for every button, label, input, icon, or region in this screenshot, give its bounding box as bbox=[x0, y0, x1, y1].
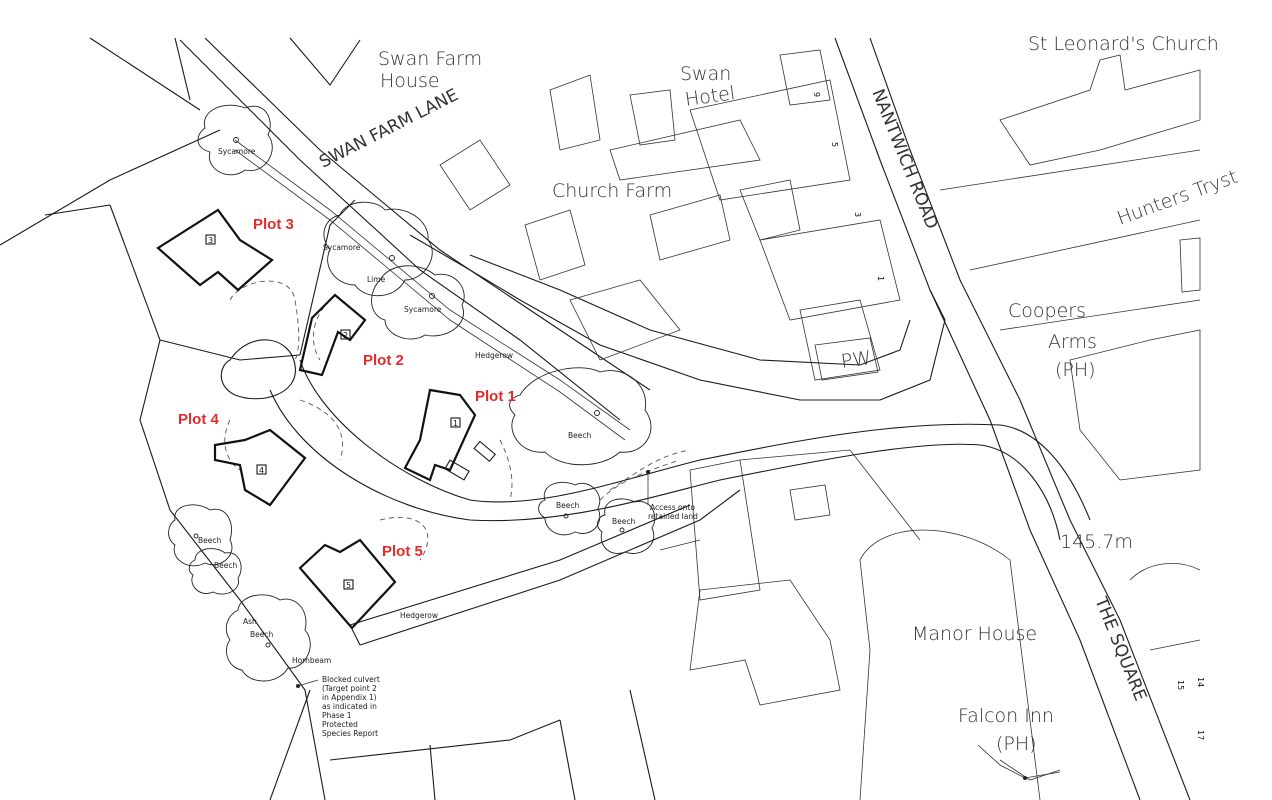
falcon-inn-label-1: Falcon Inn bbox=[958, 705, 1054, 727]
tree-label-beech-f: Beech bbox=[250, 630, 273, 639]
culvert-note-line-6: Protected bbox=[322, 720, 358, 729]
swan-hotel-label-2: Hotel bbox=[684, 82, 737, 111]
access-note: Access onto retained land bbox=[646, 470, 698, 521]
manor-house-label: Manor House bbox=[912, 623, 1037, 645]
house-number-9: 9 bbox=[812, 92, 821, 97]
coopers-arms-label-3: (PH) bbox=[1055, 359, 1096, 381]
swan-farm-house-label-2: House bbox=[380, 70, 440, 92]
the-square-label: THE SQUARE bbox=[1090, 593, 1150, 704]
plot3-number: 3 bbox=[208, 236, 213, 245]
plot5-building bbox=[298, 538, 397, 630]
tree-label-sycamore-b: Sycamore bbox=[323, 243, 361, 252]
coopers-arms-label-1: Coopers bbox=[1008, 300, 1086, 322]
tree-label-sycamore-a: Sycamore bbox=[218, 147, 256, 156]
culvert-note-line-2: (Target point 2 bbox=[322, 684, 377, 693]
st-leonards-church-label: St Leonard's Church bbox=[1028, 33, 1219, 55]
tree-label-beech-a: Beech bbox=[568, 431, 591, 440]
tree-label-hedgerow-a: Hedgerow bbox=[475, 351, 513, 360]
nantwich-road bbox=[834, 37, 1191, 800]
church-farm-label: Church Farm bbox=[552, 180, 672, 202]
plot5-label: Plot 5 bbox=[382, 543, 423, 560]
access-note-line-1: Access onto bbox=[650, 503, 695, 512]
house-number-15: 15 bbox=[1176, 680, 1185, 690]
culvert-note-line-7: Species Report bbox=[322, 729, 378, 738]
swan-farm-lane-label: SWAN FARM LANE bbox=[316, 85, 462, 172]
pw-label: PW bbox=[840, 347, 873, 373]
tree-canopies bbox=[168, 104, 656, 682]
spot-height-label: 145.7m bbox=[1060, 531, 1133, 553]
plot4-number: 4 bbox=[259, 466, 264, 475]
culvert-note-line-4: as indicated in bbox=[322, 702, 377, 711]
dashed-paths bbox=[224, 280, 691, 561]
tree-label-hornbeam: Hornbeam bbox=[292, 656, 331, 665]
access-road bbox=[220, 339, 1091, 541]
tree-label-hedgerow-b: Hedgerow bbox=[400, 611, 438, 620]
hunters-tryst-label: Hunters Tryst bbox=[1114, 166, 1240, 230]
plot-buildings bbox=[156, 208, 497, 630]
swan-hotel-label-1: Swan bbox=[680, 63, 731, 85]
culvert-note: Blocked culvert (Target point 2 in Appen… bbox=[296, 675, 380, 738]
tree-label-sycamore-c: Sycamore bbox=[404, 305, 442, 314]
falcon-inn-marker bbox=[977, 744, 1061, 780]
plot5-number: 5 bbox=[346, 581, 351, 590]
coopers-arms-label-2: Arms bbox=[1048, 331, 1097, 353]
access-note-line-2: retained land bbox=[648, 512, 698, 521]
plot1-label: Plot 1 bbox=[475, 388, 516, 405]
culvert-note-line-5: Phase 1 bbox=[322, 711, 352, 720]
tree-label-beech-c: Beech bbox=[612, 517, 635, 526]
tree-label-beech-e: Beech bbox=[214, 561, 237, 570]
house-number-5: 5 bbox=[830, 142, 839, 147]
plot4-building bbox=[213, 428, 307, 507]
house-number-3: 3 bbox=[853, 212, 862, 217]
plot3-label: Plot 3 bbox=[253, 216, 294, 233]
plot2-building bbox=[298, 293, 367, 377]
tree-label-beech-d: Beech bbox=[198, 536, 221, 545]
nantwich-road-label: NANTWICH ROAD bbox=[867, 86, 941, 232]
town-buildings bbox=[439, 49, 1201, 800]
house-number-1: 1 bbox=[876, 276, 885, 281]
plot3-building bbox=[156, 208, 274, 292]
plot2-label: Plot 2 bbox=[363, 352, 404, 369]
falcon-inn-label-2: (PH) bbox=[996, 733, 1037, 755]
plot4-label: Plot 4 bbox=[178, 411, 219, 428]
field-boundaries bbox=[0, 37, 656, 800]
plot2-number: 2 bbox=[343, 331, 348, 340]
house-number-14: 14 bbox=[1196, 677, 1205, 687]
plot1-number: 1 bbox=[453, 419, 458, 428]
tree-label-ash: Ash bbox=[243, 617, 257, 626]
plot1-building bbox=[403, 388, 477, 482]
culvert-note-line-3: in Appendix 1) bbox=[322, 693, 377, 702]
house-number-17: 17 bbox=[1196, 730, 1205, 740]
tree-label-beech-b: Beech bbox=[556, 501, 579, 510]
swan-farm-house-label-1: Swan Farm bbox=[378, 48, 482, 70]
culvert-note-line-1: Blocked culvert bbox=[322, 675, 380, 684]
tree-label-lime: Lime bbox=[367, 275, 386, 284]
swan-farm-lane bbox=[179, 37, 946, 441]
